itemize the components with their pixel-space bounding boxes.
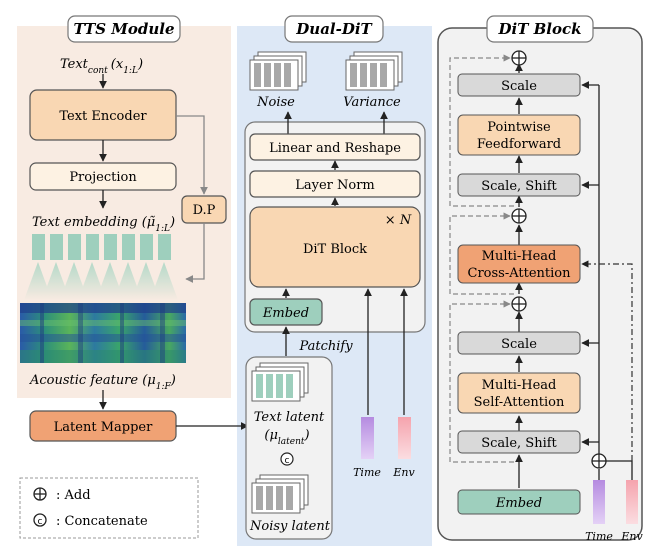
dit-env-label: Env <box>620 530 643 543</box>
svg-text:Multi-Head: Multi-Head <box>482 249 557 264</box>
svg-text:D.P: D.P <box>193 203 216 218</box>
variance-label: Variance <box>343 95 401 110</box>
text-embedding-columns <box>32 234 171 260</box>
length-regulation-fan <box>24 262 178 300</box>
dit-embed-box: Embed <box>457 489 581 515</box>
self-attention-box: Multi-Head Self-Attention <box>457 372 581 414</box>
concat-operator-icon: c <box>280 452 294 466</box>
svg-text:Scale: Scale <box>501 337 537 352</box>
noisy-latent-label: Noisy latent <box>249 519 331 534</box>
tts-title: TTS Module <box>67 15 181 43</box>
text-cont-label: Textcont(x1:L) <box>60 57 143 76</box>
concat-symbol-icon: c <box>33 513 47 527</box>
text-encoder-box: Text Encoder <box>29 89 177 141</box>
text-latent-var: (μlatent) <box>264 428 309 447</box>
time-token <box>361 417 374 459</box>
linear-reshape-box: Linear and Reshape <box>249 133 421 161</box>
add-operator-mid-icon <box>511 208 527 224</box>
svg-text:Embed: Embed <box>262 306 309 321</box>
svg-text:Scale, Shift: Scale, Shift <box>481 179 557 194</box>
dit-time-label: Time <box>585 530 613 543</box>
dit-env-token <box>626 480 638 524</box>
text-latent-stack-icon <box>251 362 309 402</box>
variance-stack-icon <box>345 51 403 91</box>
svg-text:Feedforward: Feedforward <box>477 137 561 152</box>
projection-box: Projection <box>29 162 177 191</box>
scale-mid-box: Scale <box>457 331 581 355</box>
dit-add-condition-icon <box>591 453 607 469</box>
layer-norm-box: Layer Norm <box>249 170 421 198</box>
svg-text:DiT Block: DiT Block <box>303 242 367 257</box>
legend-concat-label: : Concatenate <box>56 514 148 529</box>
svg-text:Embed: Embed <box>495 496 542 511</box>
svg-text:Pointwise: Pointwise <box>487 120 551 135</box>
add-operator-top-icon <box>511 50 527 66</box>
dit-time-token <box>593 480 605 524</box>
svg-text:Scale: Scale <box>501 79 537 94</box>
svg-text:DiT Block: DiT Block <box>498 20 582 38</box>
svg-text:Dual-DiT: Dual-DiT <box>295 20 373 38</box>
embed-box: Embed <box>249 298 323 326</box>
pointwise-feedforward-box: Pointwise Feedforward <box>457 114 581 156</box>
svg-text:TTS Module: TTS Module <box>73 20 174 38</box>
cross-attention-box: Multi-Head Cross-Attention <box>457 244 581 284</box>
latent-mapper-box: Latent Mapper <box>29 410 177 442</box>
svg-text:c: c <box>285 456 290 466</box>
scale-shift-top-box: Scale, Shift <box>457 173 581 197</box>
env-token <box>398 417 411 459</box>
svg-text:Linear and Reshape: Linear and Reshape <box>269 141 401 156</box>
svg-text:Latent Mapper: Latent Mapper <box>54 420 153 435</box>
noise-label: Noise <box>256 95 295 110</box>
acoustic-feature-spectrogram <box>20 303 186 363</box>
text-latent-label: Text latent <box>254 410 325 425</box>
dit-block-title: DiT Block <box>486 15 594 43</box>
svg-text:Cross-Attention: Cross-Attention <box>468 266 572 281</box>
svg-text:c: c <box>38 517 43 527</box>
svg-text:Text Encoder: Text Encoder <box>59 109 147 124</box>
add-operator-low-icon <box>511 296 527 312</box>
svg-text:Layer Norm: Layer Norm <box>295 178 375 193</box>
scale-top-box: Scale <box>457 73 581 97</box>
legend-add-label: : Add <box>56 488 91 503</box>
env-label: Env <box>392 466 415 479</box>
svg-text:Multi-Head: Multi-Head <box>482 378 557 393</box>
svg-text:× N: × N <box>385 213 412 228</box>
svg-text:Self-Attention: Self-Attention <box>474 395 565 410</box>
svg-text:Projection: Projection <box>69 170 137 185</box>
noisy-latent-stack-icon <box>251 474 309 514</box>
dual-dit-title: Dual-DiT <box>284 15 384 43</box>
svg-text:Scale, Shift: Scale, Shift <box>481 436 557 451</box>
dit-block-box: DiT Block × N <box>249 206 421 288</box>
noise-stack-icon <box>249 51 307 91</box>
scale-shift-bottom-box: Scale, Shift <box>457 430 581 454</box>
duration-predictor-box: D.P <box>181 195 227 224</box>
acoustic-feature-label: Acoustic feature (μ1:F) <box>29 373 176 392</box>
dit-block-panel <box>437 27 643 541</box>
text-embedding-label: Text embedding (μ̃1:L) <box>32 215 175 234</box>
patchify-label: Patchify <box>298 339 353 354</box>
time-label: Time <box>353 466 381 479</box>
legend: : Add c : Concatenate <box>19 477 199 539</box>
add-symbol-icon <box>33 487 47 501</box>
